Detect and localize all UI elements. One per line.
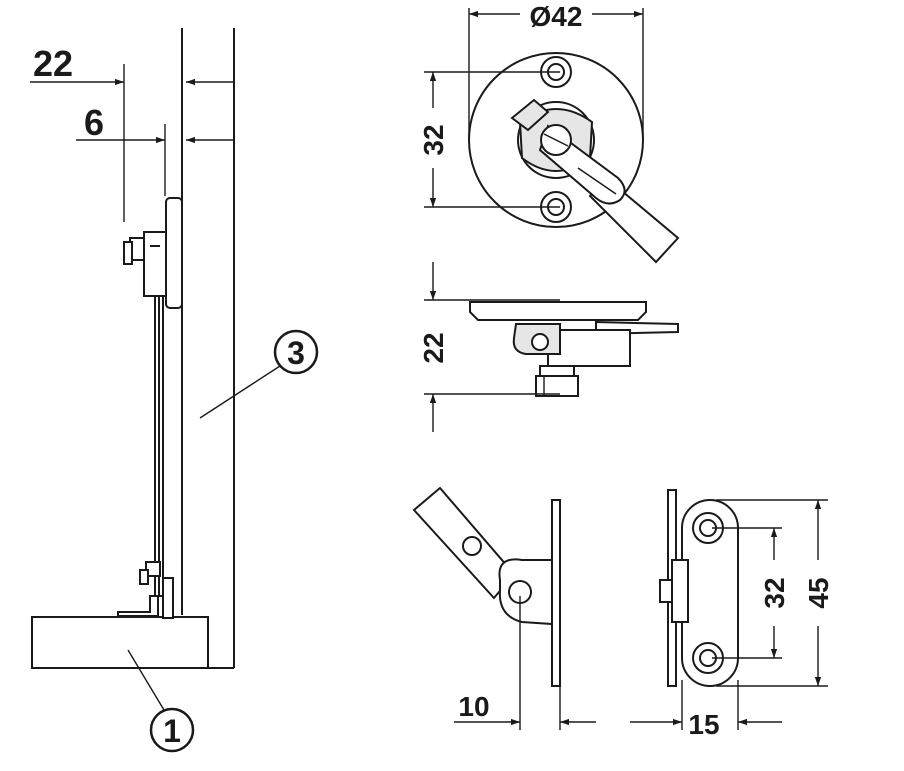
dim-10 — [454, 596, 596, 730]
callout-3-label: 3 — [287, 335, 305, 371]
screw-collar — [539, 365, 575, 377]
dim-6-label: 6 — [84, 102, 104, 143]
dim-10-label: 10 — [458, 691, 489, 722]
dim-42-label: Ø42 — [530, 1, 583, 32]
stay-fitting-section — [117, 197, 183, 619]
callout-1-label: 1 — [163, 713, 181, 749]
callout-1-leader — [127, 649, 165, 711]
bottom-angle-bracket — [117, 595, 159, 617]
callout-1: 1 — [127, 649, 195, 753]
bracket-arm-hole — [462, 536, 482, 556]
dim-32-bottom-label: 32 — [759, 577, 790, 608]
front-pin — [659, 579, 673, 603]
bottom-panel — [31, 616, 209, 669]
dim-45-label: 45 — [803, 577, 834, 608]
bracket-front-view — [659, 489, 739, 687]
pivot-pin-slot — [543, 133, 569, 147]
top-mounting-plate — [165, 197, 183, 309]
fitting-plan-view — [468, 52, 680, 264]
left-dimensions — [30, 64, 234, 222]
bottom-pivot-cap — [139, 569, 149, 585]
callout-3: 3 — [199, 329, 319, 419]
bracket-plate — [551, 499, 561, 687]
fitting-housing — [143, 231, 167, 297]
bottom-bracket-plate — [162, 577, 174, 619]
front-boss — [671, 559, 689, 623]
dim-22-side — [424, 262, 560, 432]
callout-3-circle — [273, 329, 319, 375]
dim-32-top-label: 32 — [418, 124, 449, 155]
base-plate-side — [469, 301, 647, 321]
dim-22-side-label: 22 — [418, 332, 449, 363]
callout-1-circle — [149, 707, 195, 753]
pin-side — [531, 333, 549, 351]
slot — [577, 167, 617, 195]
screw-head-side — [535, 375, 579, 397]
fitting-side-view — [469, 301, 679, 397]
housing-side — [547, 329, 631, 367]
bracket-side-view — [412, 486, 561, 687]
dim-15-label: 15 — [688, 709, 719, 740]
cabinet-section-view — [31, 28, 235, 669]
dim-32-top — [424, 71, 560, 208]
clip — [510, 98, 550, 132]
dim-42 — [468, 8, 644, 138]
adjust-screw-tip — [123, 241, 133, 265]
dim-22-label: 22 — [33, 43, 73, 84]
callout-3-leader — [199, 365, 281, 419]
dim-front — [630, 499, 828, 730]
